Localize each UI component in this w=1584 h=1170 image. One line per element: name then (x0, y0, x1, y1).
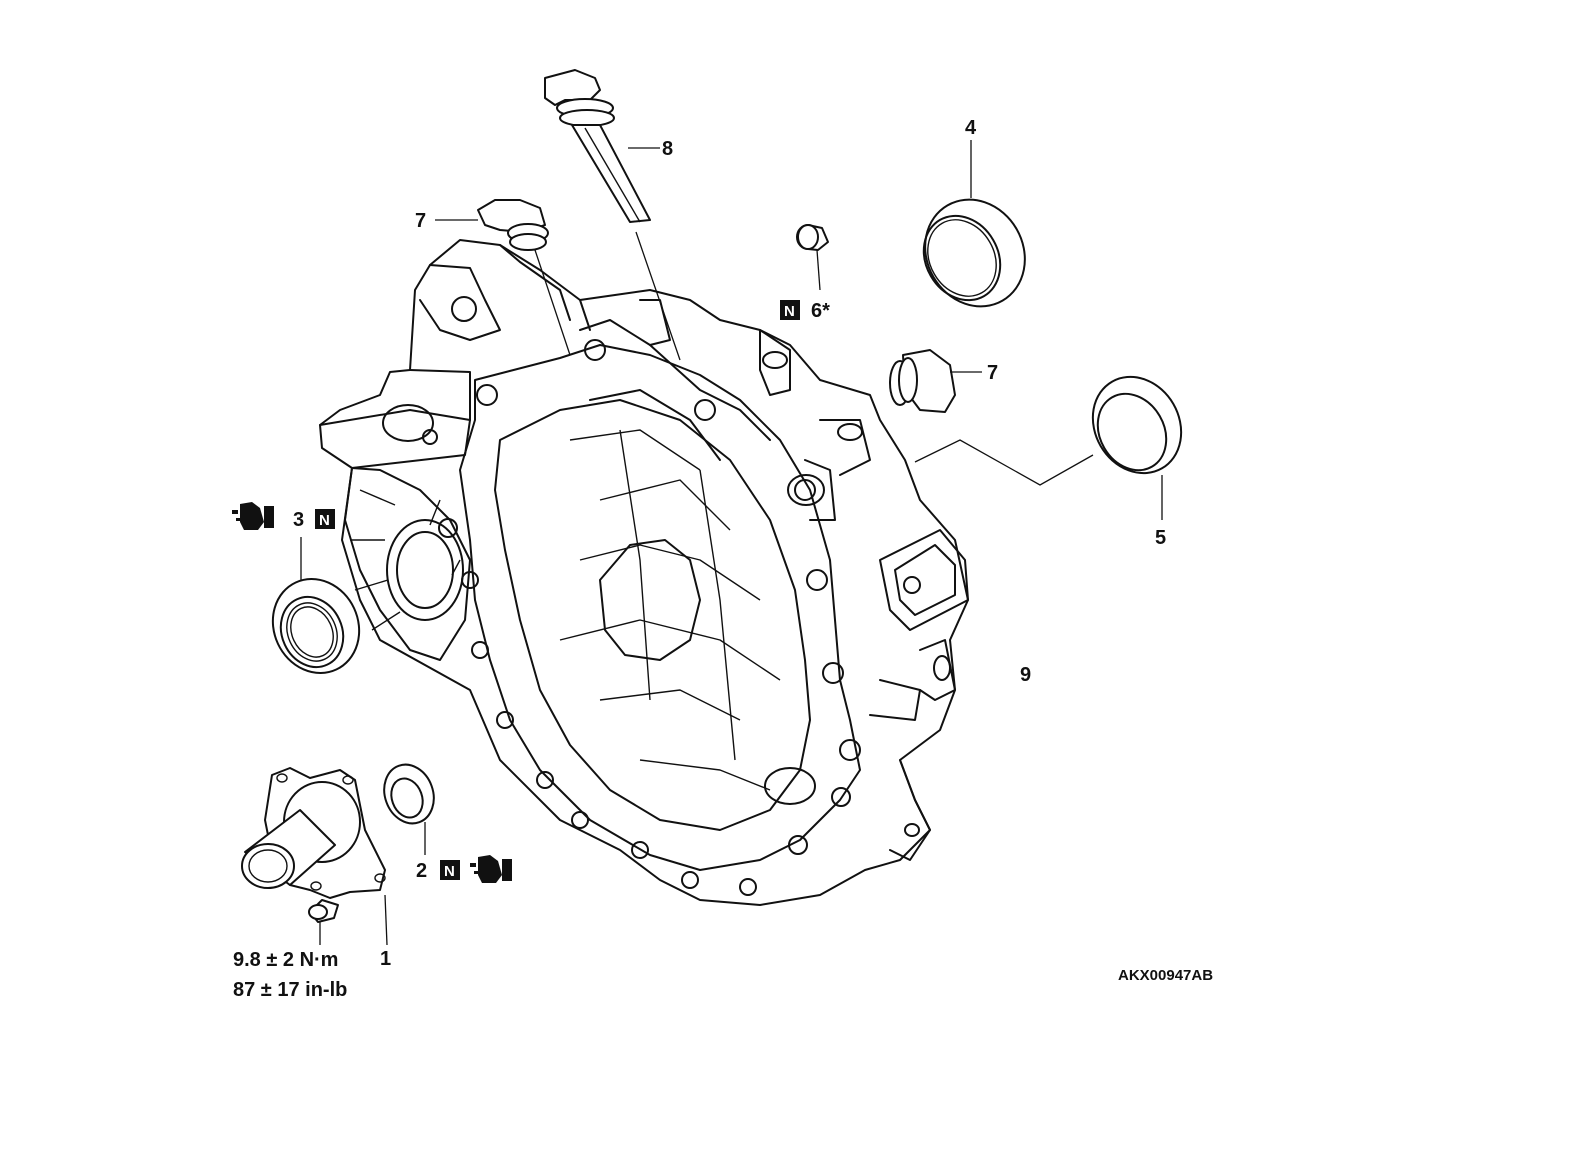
part-2-oil-seal (383, 763, 435, 855)
figure-reference-code: AKX00947AB (1118, 967, 1213, 984)
callout-4: 4 (965, 117, 977, 139)
torque-imperial: 87 ± 17 in-lb (233, 979, 347, 1001)
callout-5: 5 (1155, 527, 1166, 549)
part-7-upper-breather (435, 199, 571, 356)
callout-1: 1 (380, 948, 391, 970)
svg-text:N: N (444, 863, 455, 880)
callout-3: 3 (293, 509, 304, 531)
callout-2: 2 (416, 860, 427, 882)
callout-7-right: 7 (987, 362, 998, 384)
grease-applicator-icon (470, 855, 512, 883)
callout-8: 8 (662, 138, 673, 160)
part-5-bearing-race (914, 375, 1183, 520)
torque-metric: 9.8 ± 2 N·m (233, 949, 338, 971)
part-4-bearing-outer-race (922, 140, 1026, 308)
callout-6: 6* (811, 300, 830, 322)
part-3-oil-seal (271, 537, 361, 674)
part-7-right-breather (889, 349, 982, 413)
retainer-bolt (308, 899, 339, 945)
part-6-dowel-pin (796, 224, 829, 291)
svg-text:N: N (319, 512, 330, 529)
new-part-icon: N (780, 300, 800, 320)
grease-applicator-icon (232, 502, 274, 530)
callout-9: 9 (1020, 664, 1031, 686)
svg-text:N: N (784, 303, 795, 320)
new-part-icon: N (440, 860, 460, 880)
callout-7-upper: 7 (415, 210, 426, 232)
new-part-icon: N (315, 509, 335, 529)
part-8-dipstick-tube (544, 69, 681, 361)
clutch-housing (319, 239, 969, 906)
part-1-bearing-retainer (241, 767, 388, 946)
